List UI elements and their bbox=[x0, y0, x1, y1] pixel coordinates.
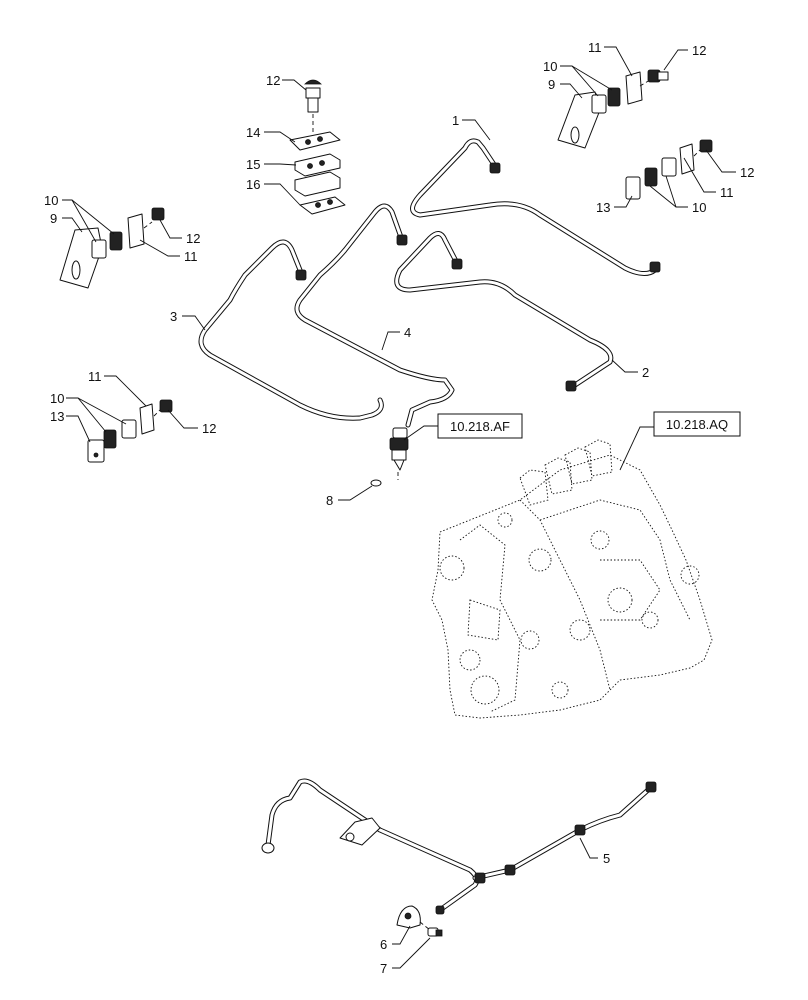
callout-11-left-upper: 11 bbox=[184, 249, 198, 264]
sealing-washer bbox=[370, 479, 382, 487]
callout-3: 3 bbox=[170, 309, 177, 324]
reference-box-injector[interactable]: 10.218.AF bbox=[437, 413, 523, 439]
callout-8: 8 bbox=[326, 493, 333, 508]
injection-pump-drawing bbox=[431, 439, 713, 719]
callout-16: 16 bbox=[246, 177, 260, 192]
bracket-set-middle-right bbox=[625, 139, 713, 200]
callout-9-left: 9 bbox=[50, 211, 57, 226]
leak-off-line-5 bbox=[261, 778, 657, 915]
callout-11-left-lower: 11 bbox=[88, 369, 102, 384]
reference-label-pump[interactable]: 10.218.AQ bbox=[666, 417, 728, 432]
reference-label-injector[interactable]: 10.218.AF bbox=[450, 419, 510, 434]
callout-2: 2 bbox=[642, 365, 649, 380]
injector-nozzle bbox=[389, 427, 409, 471]
callout-10-left-upper: 10 bbox=[44, 193, 58, 208]
injector-pipe-2 bbox=[394, 231, 614, 392]
callout-11-upper-right: 11 bbox=[588, 40, 602, 55]
callout-12-left-lower: 12 bbox=[202, 421, 216, 436]
leader-lines bbox=[62, 46, 736, 969]
injector-pipe-3 bbox=[198, 239, 384, 421]
callout-4: 4 bbox=[404, 325, 411, 340]
callout-7: 7 bbox=[380, 961, 387, 976]
callout-12-upper-right: 12 bbox=[692, 43, 706, 58]
callout-15: 15 bbox=[246, 157, 260, 172]
callout-10-middle-right: 10 bbox=[692, 200, 706, 215]
callout-1: 1 bbox=[452, 113, 459, 128]
callout-12-clamp: 12 bbox=[266, 73, 280, 88]
banjo-fitting bbox=[396, 905, 443, 937]
callout-12-middle-right: 12 bbox=[740, 165, 754, 180]
reference-box-pump[interactable]: 10.218.AQ bbox=[653, 411, 741, 437]
injector-pipe-4 bbox=[294, 203, 455, 428]
callout-10-upper-right: 10 bbox=[543, 59, 557, 74]
clamp-stack bbox=[289, 79, 346, 215]
callout-11-middle-right: 11 bbox=[720, 185, 734, 200]
callout-14: 14 bbox=[246, 125, 260, 140]
bracket-set-left-upper bbox=[59, 207, 165, 289]
injector-pipe-1 bbox=[410, 138, 661, 276]
callout-12-left-upper: 12 bbox=[186, 231, 200, 246]
bracket-set-left-lower bbox=[87, 399, 173, 463]
callout-labels: 1 2 3 4 5 6 7 8 9 9 10 10 10 10 11 11 11… bbox=[44, 40, 754, 976]
callout-5: 5 bbox=[603, 851, 610, 866]
callout-6: 6 bbox=[380, 937, 387, 952]
callout-10-left-lower: 10 bbox=[50, 391, 64, 406]
callout-13-left-lower: 13 bbox=[50, 409, 64, 424]
callout-13-middle-right: 13 bbox=[596, 200, 610, 215]
bracket-set-upper-right bbox=[557, 69, 669, 149]
callout-9-upper-right: 9 bbox=[548, 77, 555, 92]
